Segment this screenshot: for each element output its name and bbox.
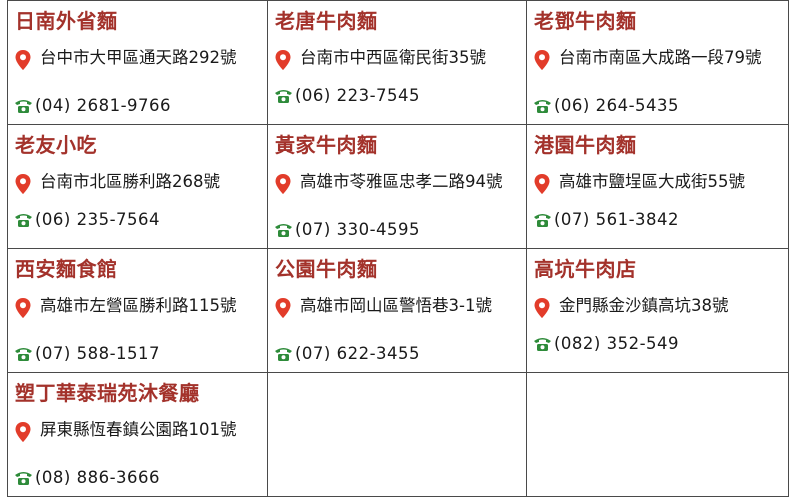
telephone-icon xyxy=(275,89,292,103)
restaurant-name: 港園牛肉麵 xyxy=(534,133,637,157)
phone-row: (07) 588-1517 xyxy=(14,343,160,363)
restaurant-phone: (07) 622-3455 xyxy=(295,344,421,363)
phone-row: (06) 235-7564 xyxy=(14,209,160,229)
telephone-icon xyxy=(534,99,551,113)
restaurant-card: 老唐牛肉麵 台南市中西區衛民街35號 (06) 223-7545 xyxy=(267,0,527,125)
restaurant-name: 塑丁華泰瑞苑沐餐廳 xyxy=(15,381,200,405)
phone-row: (07) 622-3455 xyxy=(274,343,420,363)
phone-row: (04) 2681-9766 xyxy=(14,95,171,115)
restaurant-name: 高坑牛肉店 xyxy=(534,257,637,281)
map-pin-icon xyxy=(275,50,291,70)
restaurant-name: 黃家牛肉麵 xyxy=(275,133,378,157)
restaurant-card: 日南外省麵 台中市大甲區通天路292號 (04) 2681-9766 xyxy=(7,0,268,125)
phone-row: (07) 561-3842 xyxy=(533,209,679,229)
empty-cell xyxy=(526,372,789,497)
restaurant-address: 台南市北區勝利路268號 xyxy=(40,172,220,191)
empty-cell xyxy=(267,372,527,497)
restaurant-address: 台南市中西區衛民街35號 xyxy=(300,48,486,67)
telephone-icon xyxy=(275,347,292,361)
map-pin-icon xyxy=(15,174,31,194)
map-pin-icon xyxy=(15,422,31,442)
restaurant-name: 西安麵食館 xyxy=(15,257,118,281)
map-pin-icon xyxy=(15,298,31,318)
map-pin-icon xyxy=(534,50,550,70)
map-pin-icon xyxy=(15,50,31,70)
restaurant-card: 西安麵食館 高雄市左營區勝利路115號 (07) 588-1517 xyxy=(7,248,268,373)
restaurant-name: 老友小吃 xyxy=(15,133,97,157)
map-pin-icon xyxy=(275,174,291,194)
restaurant-address: 屏東縣恆春鎮公園路101號 xyxy=(40,420,237,439)
restaurant-phone: (082) 352-549 xyxy=(554,334,680,353)
restaurant-name: 老鄧牛肉麵 xyxy=(534,9,637,33)
restaurant-address: 高雄市岡山區警悟巷3-1號 xyxy=(300,296,492,315)
map-pin-icon xyxy=(534,298,550,318)
restaurant-card: 老鄧牛肉麵 台南市南區大成路一段79號 (06) 264-5435 xyxy=(526,0,789,125)
phone-row: (06) 264-5435 xyxy=(533,95,679,115)
telephone-icon xyxy=(534,337,551,351)
restaurant-phone: (04) 2681-9766 xyxy=(35,96,172,115)
restaurant-card: 塑丁華泰瑞苑沐餐廳 屏東縣恆春鎮公園路101號 (08) 886-3666 xyxy=(7,372,268,497)
restaurant-phone: (06) 264-5435 xyxy=(554,96,680,115)
telephone-icon xyxy=(15,347,32,361)
restaurant-address: 金門縣金沙鎮高坑38號 xyxy=(559,296,729,315)
restaurant-phone: (08) 886-3666 xyxy=(35,468,161,487)
telephone-icon xyxy=(275,223,292,237)
telephone-icon xyxy=(534,213,551,227)
restaurant-card: 公園牛肉麵 高雄市岡山區警悟巷3-1號 (07) 622-3455 xyxy=(267,248,527,373)
restaurant-name: 老唐牛肉麵 xyxy=(275,9,378,33)
restaurant-address: 高雄市苓雅區忠孝二路94號 xyxy=(300,172,503,191)
restaurant-name: 日南外省麵 xyxy=(15,9,118,33)
restaurant-phone: (06) 223-7545 xyxy=(295,86,421,105)
restaurant-card: 港園牛肉麵 高雄市鹽埕區大成街55號 (07) 561-3842 xyxy=(526,124,789,249)
phone-row: (082) 352-549 xyxy=(533,333,679,353)
restaurant-address: 高雄市鹽埕區大成街55號 xyxy=(559,172,745,191)
map-pin-icon xyxy=(275,298,291,318)
restaurant-phone: (07) 330-4595 xyxy=(295,220,421,239)
restaurant-name: 公園牛肉麵 xyxy=(275,257,378,281)
restaurant-address: 台南市南區大成路一段79號 xyxy=(559,48,762,67)
phone-row: (07) 330-4595 xyxy=(274,219,420,239)
restaurant-phone: (06) 235-7564 xyxy=(35,210,161,229)
restaurant-phone: (07) 588-1517 xyxy=(35,344,161,363)
telephone-icon xyxy=(15,99,32,113)
map-pin-icon xyxy=(534,174,550,194)
telephone-icon xyxy=(15,471,32,485)
telephone-icon xyxy=(15,213,32,227)
restaurant-address: 高雄市左營區勝利路115號 xyxy=(40,296,237,315)
restaurant-card: 黃家牛肉麵 高雄市苓雅區忠孝二路94號 (07) 330-4595 xyxy=(267,124,527,249)
phone-row: (06) 223-7545 xyxy=(274,85,420,105)
restaurant-card: 老友小吃 台南市北區勝利路268號 (06) 235-7564 xyxy=(7,124,268,249)
phone-row: (08) 886-3666 xyxy=(14,467,160,487)
restaurant-address: 台中市大甲區通天路292號 xyxy=(40,48,237,67)
restaurant-card: 高坑牛肉店 金門縣金沙鎮高坑38號 (082) 352-549 xyxy=(526,248,789,373)
restaurant-grid: 日南外省麵 台中市大甲區通天路292號 (04) 2681-9766 老唐牛肉麵… xyxy=(7,0,789,497)
restaurant-phone: (07) 561-3842 xyxy=(554,210,680,229)
